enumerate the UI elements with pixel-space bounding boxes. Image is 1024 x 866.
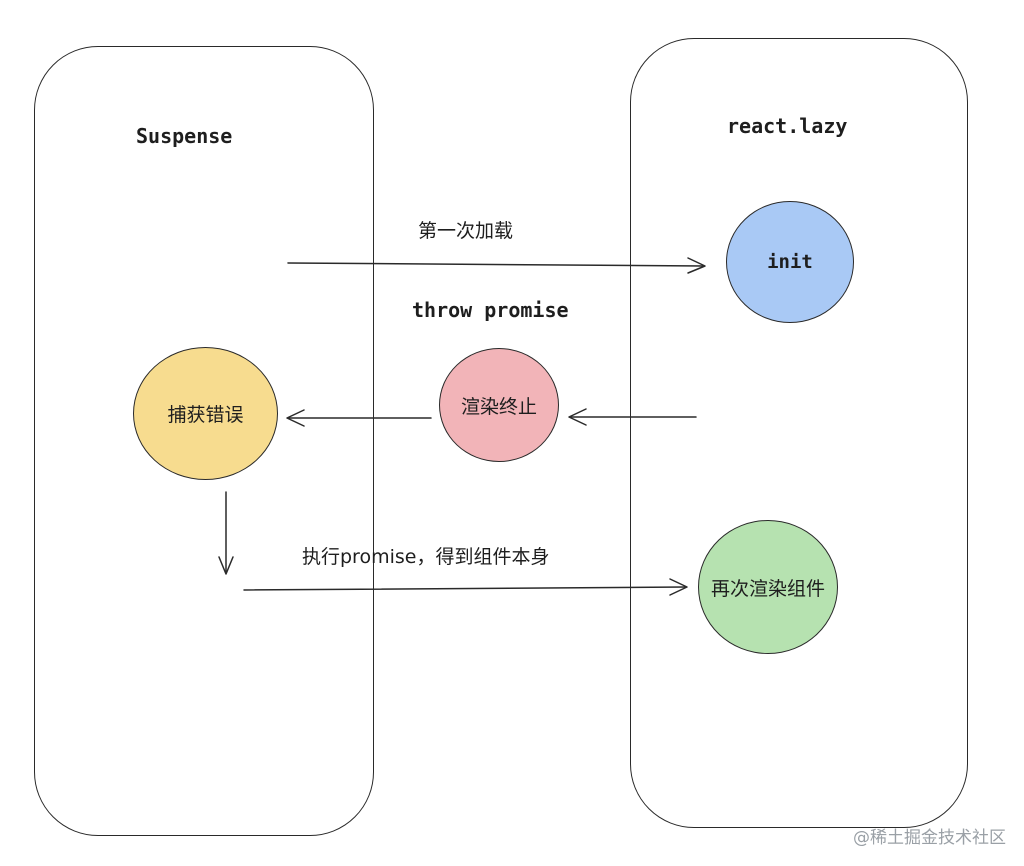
render-abort-node: 渲染终止 [439,348,559,462]
render-abort-node-label: 渲染终止 [460,395,537,418]
catch-error-node: 捕获错误 [133,347,278,480]
init-node: init [726,201,854,323]
suspense-lane-title: Suspense [136,124,233,148]
react-lazy-lane [630,38,968,828]
init-node-label: init [767,251,813,273]
rerender-component-node: 再次渲染组件 [698,520,838,654]
execute-promise-edge-label: 执行promise，得到组件本身 [302,546,550,568]
throw-promise-edge-label: throw promise [412,298,569,322]
rerender-component-node-label: 再次渲染组件 [710,577,825,600]
catch-error-node-label: 捕获错误 [167,404,244,426]
first-load-edge-label: 第一次加载 [418,220,514,242]
watermark: @稀土掘金技术社区 [853,828,1006,848]
react-lazy-lane-title: react.lazy [727,114,848,138]
suspense-lane [34,46,374,836]
